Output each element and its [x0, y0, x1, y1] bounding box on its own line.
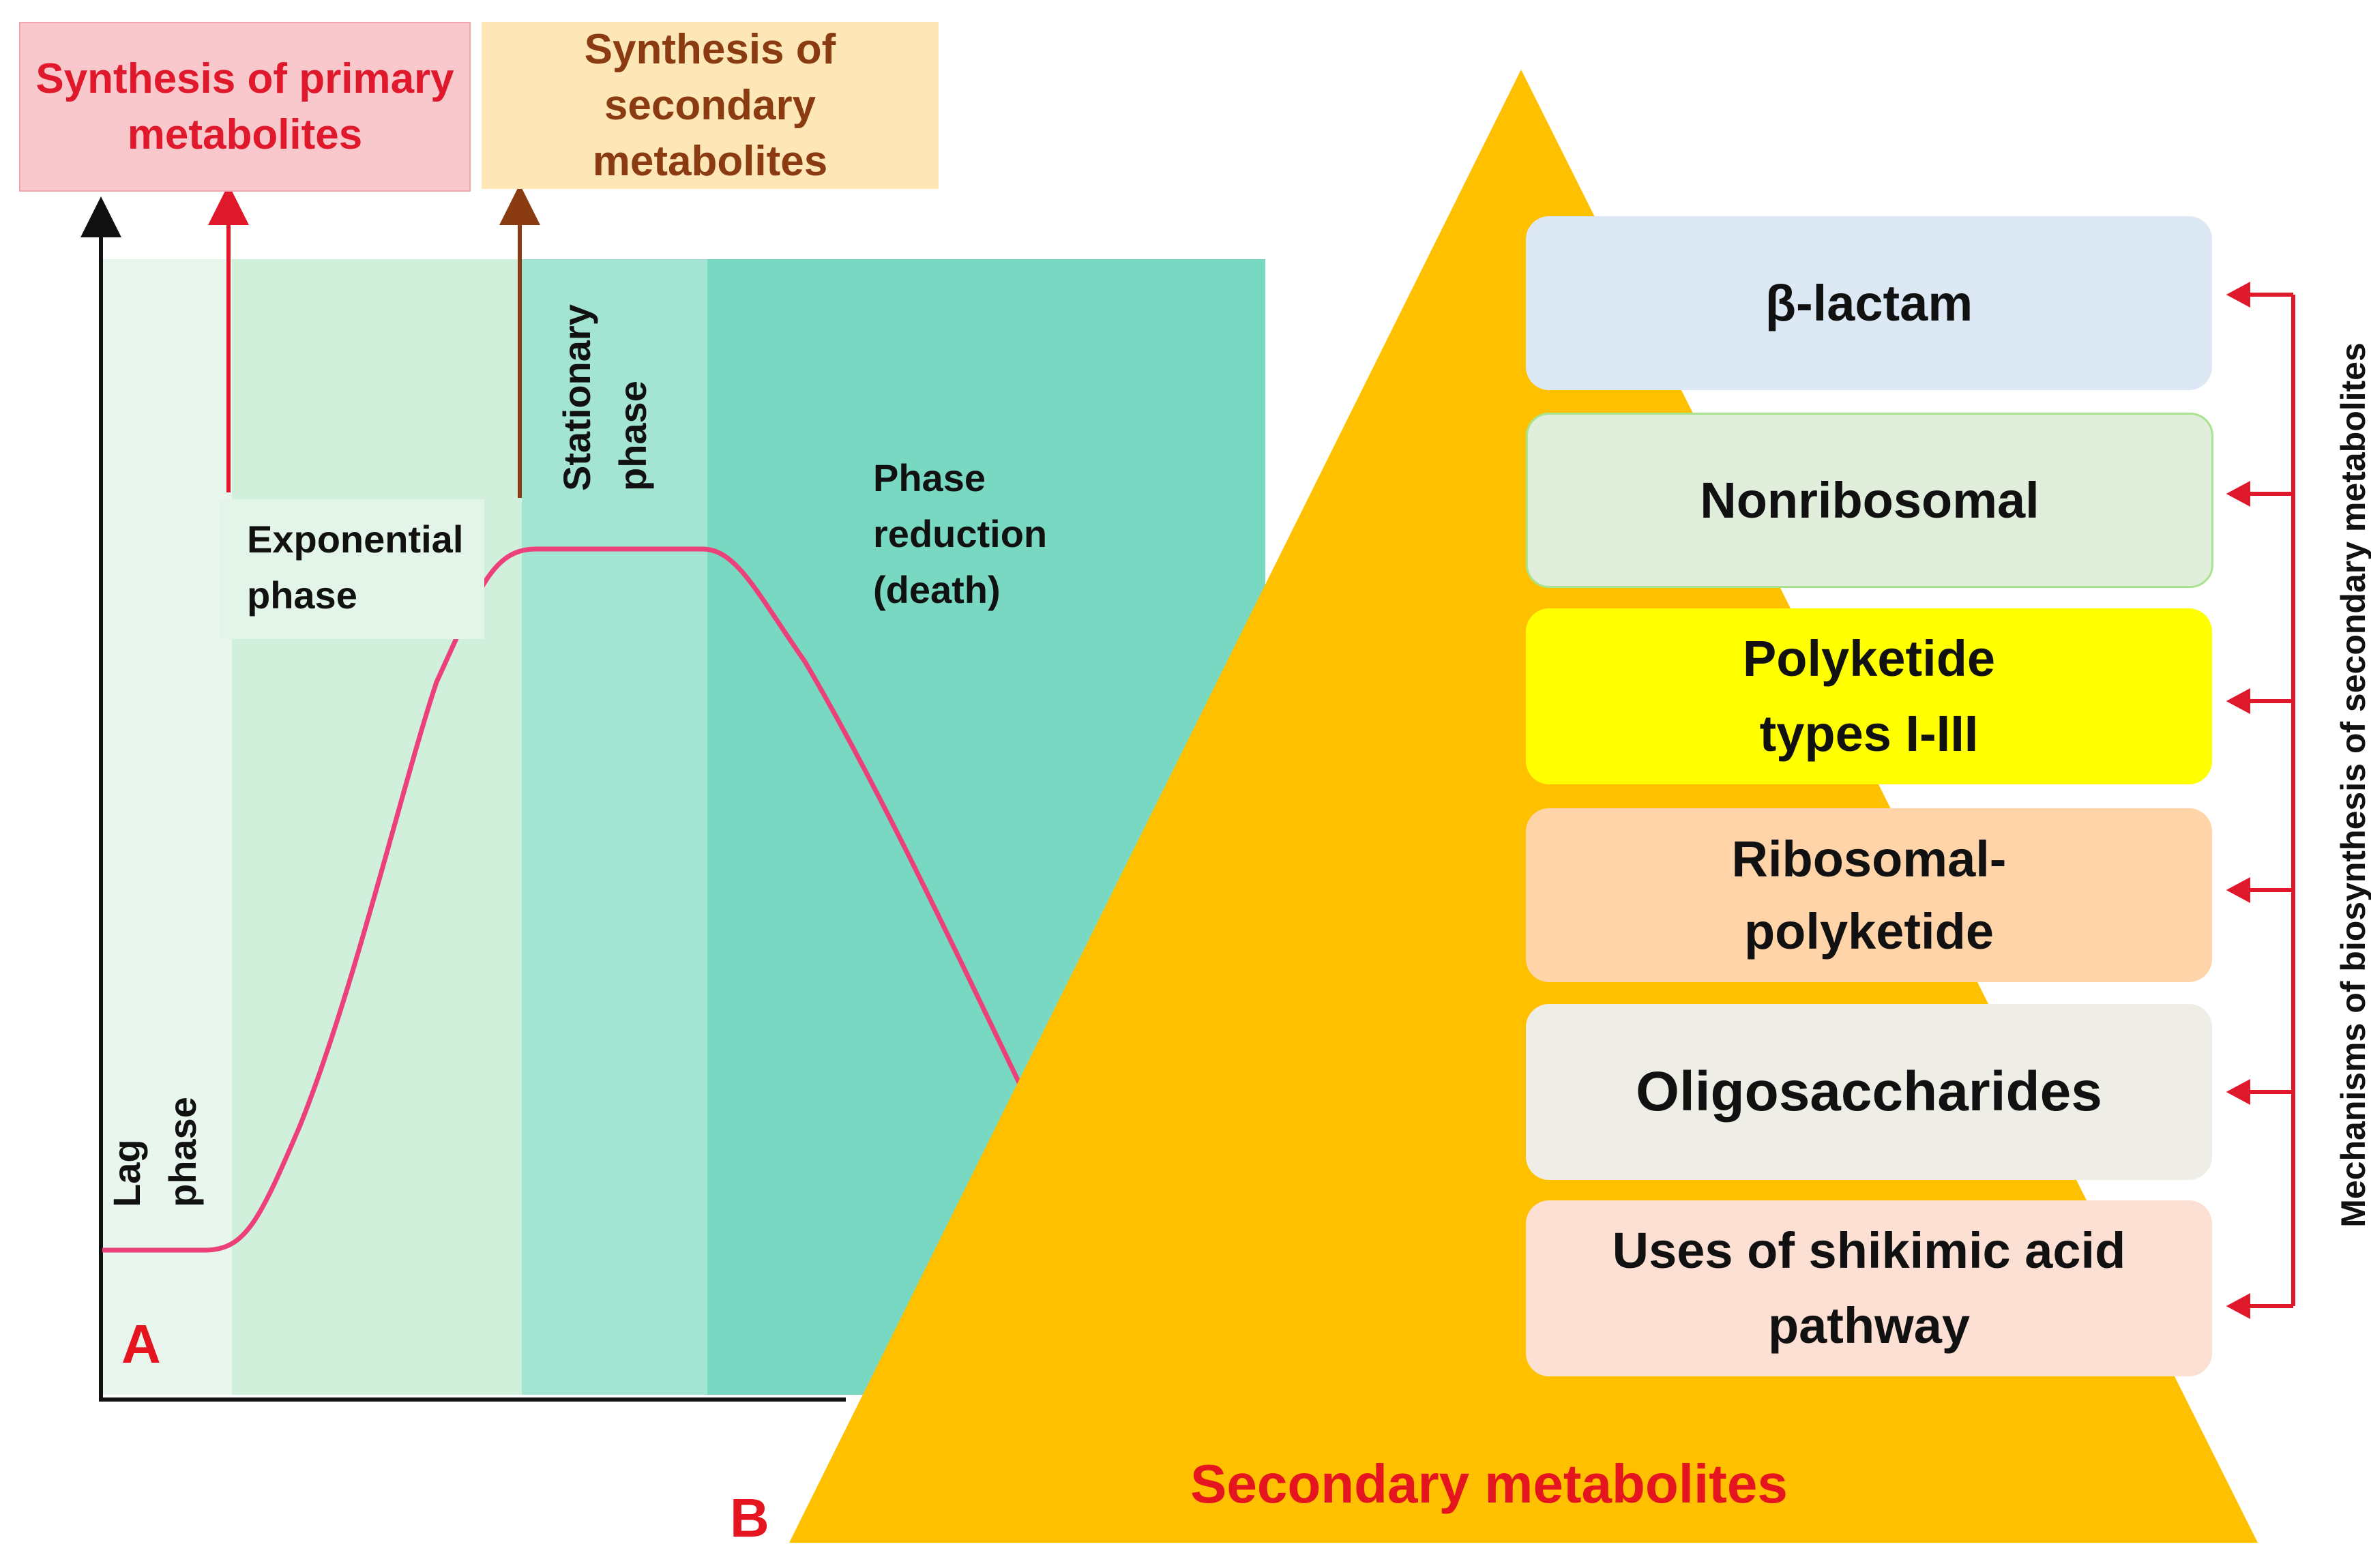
mechanisms-side-label: Mechanisms of biosynthesis of secondary …	[2334, 342, 2371, 1228]
exponential-phase-band	[232, 259, 522, 1395]
stationary-phase-band	[522, 259, 707, 1395]
mechanism-shikimic-acid: Uses of shikimic acid pathway	[1526, 1200, 2212, 1376]
pyramid-title: Secondary metabolites	[1190, 1453, 1788, 1514]
death-phase-label: Phase reduction (death)	[873, 456, 1048, 611]
mechanism-beta-lactam: β-lactam	[1526, 216, 2212, 390]
primary-metabolites-box: Synthesis of primary metabolites	[19, 22, 471, 192]
mechanism-nonribosomal: Nonribosomal	[1526, 413, 2213, 588]
lag-phase-band	[102, 259, 232, 1395]
exponential-phase-label: Exponential phase	[247, 518, 464, 617]
panel-b-label: B	[730, 1488, 769, 1548]
exponential-label-bg	[220, 499, 484, 639]
secondary-metabolites-box: Synthesis of secondary metabolites	[482, 22, 939, 189]
mechanism-oligosaccharides: Oligosaccharides	[1526, 1004, 2212, 1180]
mechanism-polyketide: Polyketide types I-III	[1526, 608, 2212, 784]
mechanism-ribosomal-polyketide: Ribosomal- polyketide	[1526, 808, 2212, 982]
panel-a-label: A	[121, 1314, 161, 1374]
